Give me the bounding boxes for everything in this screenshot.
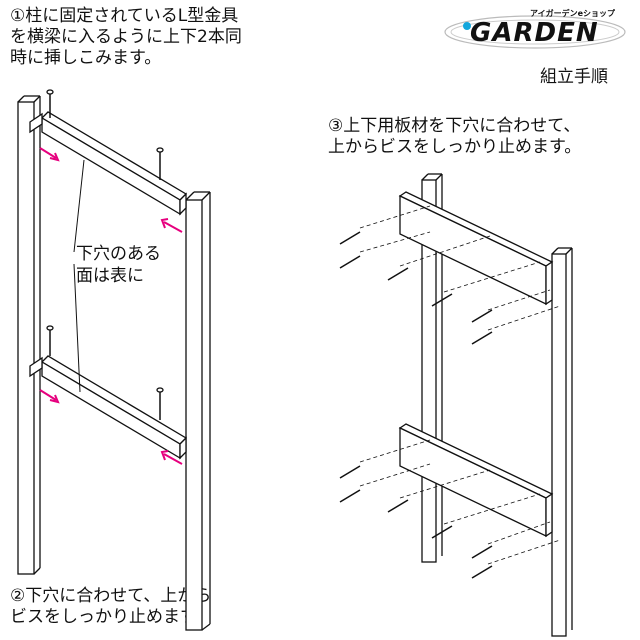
callout-leader-lines (73, 159, 85, 393)
upper-crossbeam (40, 111, 188, 216)
insert-arrow-icon (160, 450, 183, 465)
right-post-right (551, 247, 573, 637)
assembly-guide-label: 組立手順 (540, 67, 608, 87)
logo-wordmark: GARDEN (470, 18, 599, 48)
step1-instruction: ①柱に固定されているL型金具 を横梁に入るように上下2本同 時に挿しこみます。 (10, 6, 242, 68)
left-post-right (185, 191, 211, 631)
screw-icon (156, 387, 164, 420)
logo-dot-icon (463, 22, 471, 30)
screw-icon (339, 231, 493, 579)
hole-side-callout: 下穴のある 面は表に (76, 244, 161, 286)
insert-arrow-icon (39, 147, 60, 162)
left-post-left (17, 95, 41, 575)
logo-swoosh-icon (444, 15, 626, 49)
screw-icon (46, 325, 54, 356)
l-bracket-upper (29, 112, 43, 134)
screw-icon (46, 89, 54, 118)
lower-board (398, 423, 554, 538)
step3-instruction: ③上下用板材を下穴に合わせて、 上からビスをしっかり止めます。 (328, 116, 582, 157)
step2-instruction: ②下穴に合わせて、上から ビスをしっかり止めます。 (10, 586, 213, 627)
logo-subtitle: アイガーデンeショップ (530, 9, 616, 18)
l-bracket-lower (29, 356, 43, 378)
screw-icon (156, 147, 164, 180)
lower-crossbeam (40, 355, 188, 460)
insert-arrow-icon (160, 218, 183, 233)
screw-guide-lines (359, 205, 561, 565)
brand-logo (440, 6, 630, 56)
upper-board (398, 191, 554, 306)
insert-arrow-icon (39, 389, 60, 404)
